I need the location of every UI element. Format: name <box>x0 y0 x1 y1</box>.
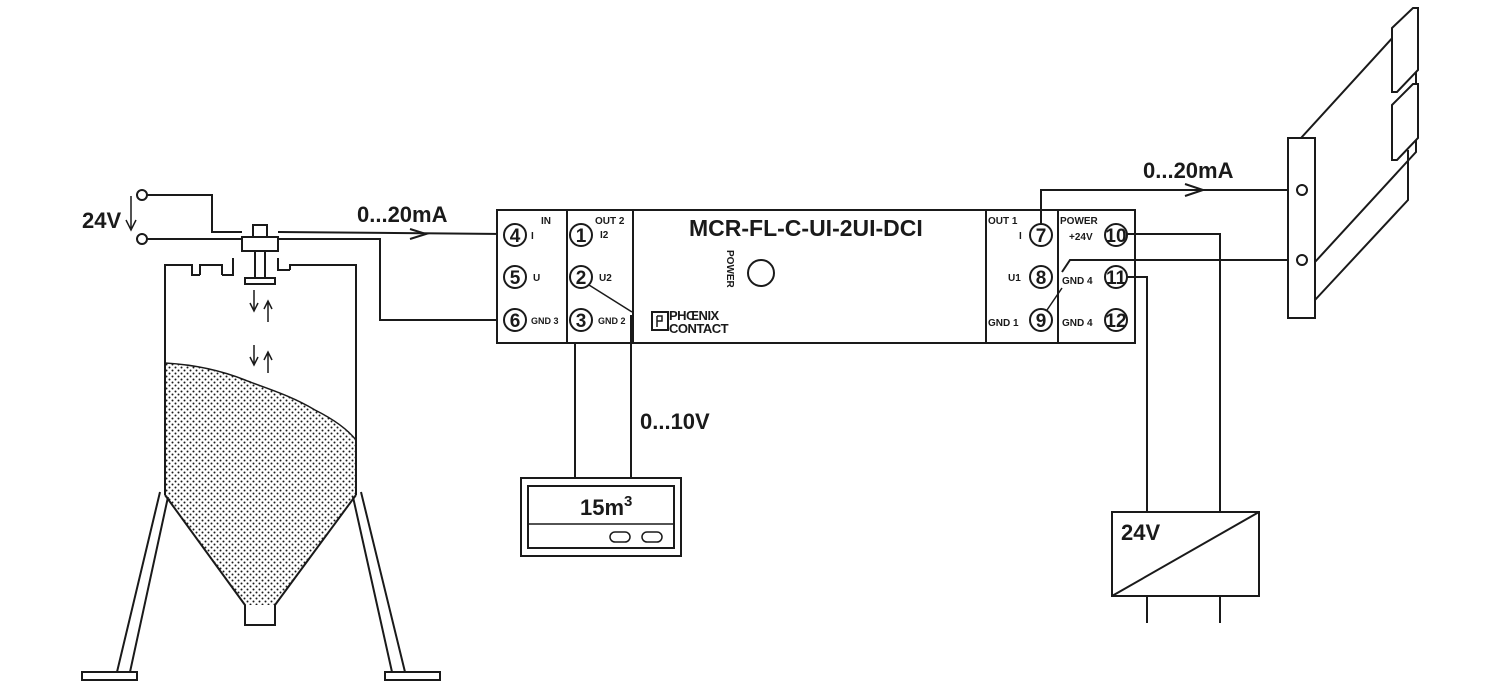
sensor-supply: 24V <box>82 189 242 245</box>
label-gnd1: GND 1 <box>988 318 1019 329</box>
jumper-gnd1-gnd4 <box>1046 287 1063 311</box>
label-out1: OUT 1 <box>988 216 1018 227</box>
sensor-supply-label: 24V <box>82 208 121 233</box>
label-in: IN <box>541 216 551 227</box>
terminal-10-number: 10 <box>1105 226 1126 247</box>
terminal-1-number: 1 <box>576 226 587 247</box>
signal-conditioner-module: MCR-FL-C-UI-2UI-DCI POWER PHŒNIX CONTACT… <box>496 209 1136 344</box>
terminal-6-number: 6 <box>510 311 521 332</box>
terminal-4 <box>503 223 527 247</box>
plc-input-card-icon <box>1287 7 1419 319</box>
power-supply-label: 24V <box>1121 520 1160 545</box>
wire-power-gnd <box>1127 276 1148 512</box>
label-u2: U2 <box>599 273 612 284</box>
power-led-label: POWER <box>724 250 735 289</box>
display-button-2 <box>641 531 663 543</box>
wire-input-signal <box>277 231 505 235</box>
power-led-icon <box>747 259 775 287</box>
terminal-7-number: 7 <box>1036 226 1047 247</box>
terminal-5-number: 5 <box>510 268 521 289</box>
display-button-1 <box>609 531 631 543</box>
label-u: U <box>533 273 540 284</box>
label-i: I <box>531 231 534 242</box>
phoenix-contact-logo: PHŒNIX CONTACT <box>651 308 729 336</box>
label-u1: U1 <box>1008 273 1021 284</box>
dc-power-supply-icon: 24V <box>1111 511 1260 623</box>
terminal-2-number: 2 <box>576 268 587 289</box>
label-gnd2: GND 2 <box>598 316 626 326</box>
label-plus24v: +24V <box>1069 232 1093 243</box>
terminal-6 <box>503 308 527 332</box>
input-current-label: 0...20mA <box>357 202 448 227</box>
terminal-11-number: 11 <box>1106 268 1127 289</box>
wire-out1-current <box>1040 189 1192 224</box>
jumper-u2 <box>588 284 633 313</box>
terminal-4-number: 4 <box>510 226 521 247</box>
terminal-2 <box>569 265 593 289</box>
voltage-arrow-icon <box>125 196 137 232</box>
label-power: POWER <box>1060 216 1099 227</box>
arrow-input-icon <box>409 228 430 240</box>
arrow-output-icon <box>1184 183 1207 197</box>
terminal-9-number: 9 <box>1036 311 1047 332</box>
silo-with-level-sensor-icon <box>81 224 441 681</box>
label-gnd4-b: GND 4 <box>1062 318 1093 329</box>
device-model-title: MCR-FL-C-UI-2UI-DCI <box>689 215 923 241</box>
output-current-label: 0...20mA <box>1143 158 1234 183</box>
wire-power-plus <box>1127 233 1221 512</box>
terminal-3 <box>569 308 593 332</box>
terminal-3-number: 3 <box>576 311 587 332</box>
label-i2: I2 <box>600 230 609 241</box>
digital-display-icon: 15m3 <box>520 477 682 557</box>
terminal-8-number: 8 <box>1036 268 1047 289</box>
terminal-12-number: 12 <box>1105 311 1126 332</box>
label-gnd3: GND 3 <box>531 316 559 326</box>
logo-line-1: PHŒNIX <box>669 308 720 323</box>
terminal-8 <box>1029 265 1053 289</box>
display-value: 15m3 <box>580 493 632 520</box>
label-gnd4-a: GND 4 <box>1062 276 1093 287</box>
wire-out1-gnd <box>1061 259 1297 273</box>
terminal-12 <box>1104 308 1128 332</box>
terminal-9 <box>1029 308 1053 332</box>
wire-input-gnd <box>278 238 504 321</box>
label-out1-i: I <box>1019 231 1022 242</box>
terminal-5 <box>503 265 527 289</box>
output-voltage-label: 0...10V <box>640 409 710 434</box>
logo-line-2: CONTACT <box>669 321 729 336</box>
terminal-1 <box>569 223 593 247</box>
label-out2: OUT 2 <box>595 216 625 227</box>
